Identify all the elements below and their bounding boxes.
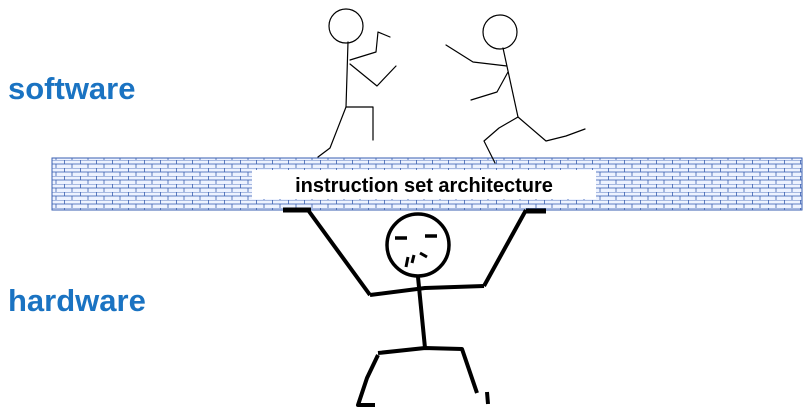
isa-label: instruction set architecture bbox=[295, 175, 553, 197]
hardware-figure bbox=[283, 210, 546, 405]
figure-head bbox=[483, 15, 517, 49]
figure-head bbox=[329, 9, 363, 43]
software-figure-right bbox=[446, 15, 585, 163]
figure-head bbox=[387, 214, 449, 276]
isa-bar: instruction set architecture bbox=[52, 158, 802, 210]
software-figure-left bbox=[318, 9, 396, 157]
